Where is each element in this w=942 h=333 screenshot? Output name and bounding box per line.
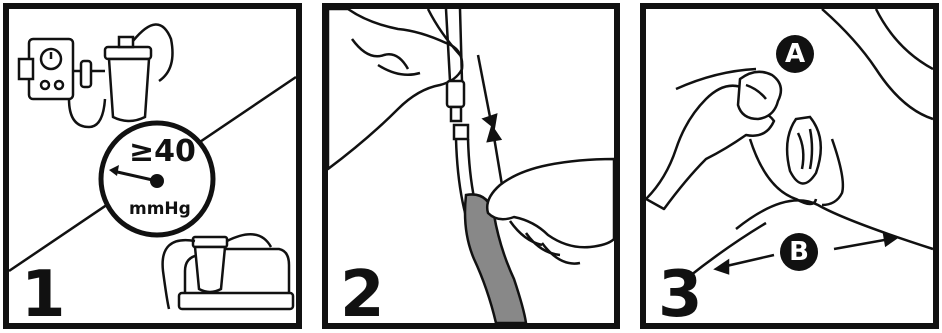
step-number: 1	[21, 263, 66, 327]
step-3-panel: A B 3	[640, 3, 939, 329]
gloved-hand-icon	[646, 72, 781, 209]
gauge-unit-label: mmHg	[129, 199, 191, 219]
step-number: 3	[658, 263, 703, 327]
suction-canister-icon	[105, 24, 173, 121]
gauge-pivot	[150, 174, 164, 188]
step-1-panel: ≥40 mmHg 1	[3, 3, 302, 329]
lower-hand-icon	[487, 159, 614, 264]
step-2-panel: 2	[322, 3, 620, 329]
gauge-value-label: ≥40	[129, 134, 196, 169]
step-number: 2	[340, 263, 385, 327]
connect-arrows-icon	[478, 55, 504, 197]
upper-hand-icon	[328, 9, 462, 169]
marker-a: A	[776, 35, 814, 73]
gauze-icon	[738, 72, 781, 119]
portable-suction-pump-icon	[163, 234, 293, 309]
wall-regulator-icon	[19, 39, 105, 127]
wound-icon	[787, 117, 821, 184]
marker-b: B	[780, 233, 818, 271]
